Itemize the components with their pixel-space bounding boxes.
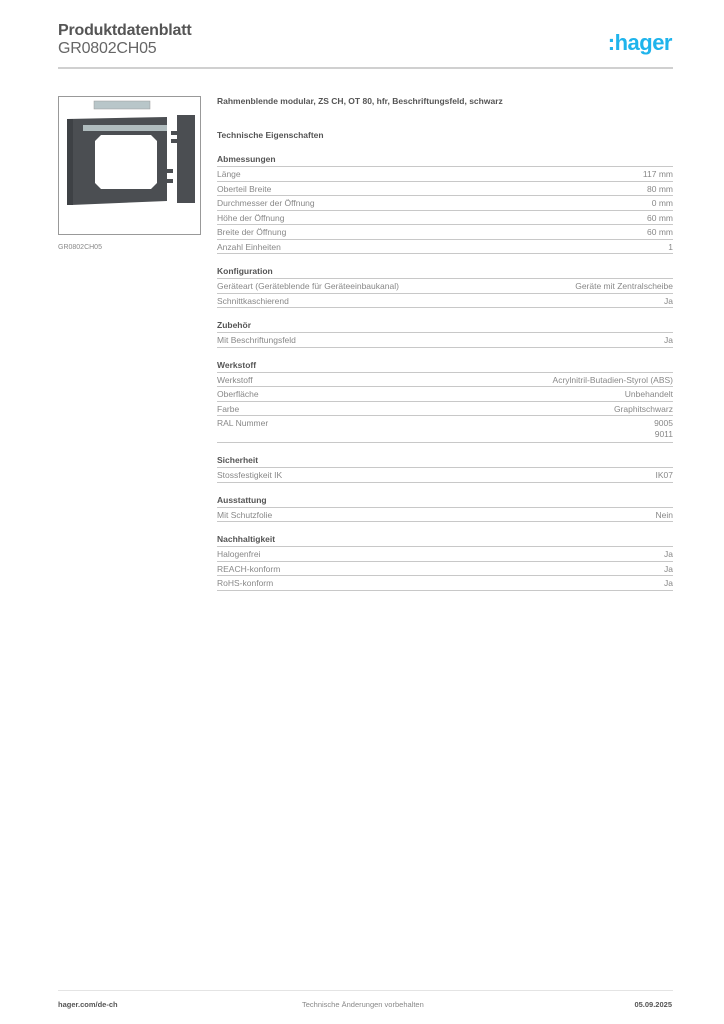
row-value: Ja (664, 563, 673, 574)
group-title: Zubehör (217, 320, 673, 333)
group-title: Ausstattung (217, 495, 673, 508)
row-label: Halogenfrei (217, 549, 261, 559)
row-label: Geräteart (Geräteblende für Geräteeinbau… (217, 281, 399, 291)
table-row: Anzahl Einheiten 1 (217, 240, 673, 254)
table-row: Mit Beschriftungsfeld Ja (217, 333, 673, 348)
row-value: 0 mm (651, 198, 673, 208)
product-code: GR0802CH05 (58, 40, 157, 57)
footer-website-link[interactable]: hager.com/de-ch (58, 1000, 118, 1009)
document-title: Produktdatenblatt (58, 22, 192, 39)
table-row: Durchmesser der Öffnung 0 mm (217, 196, 673, 211)
page-header: Produktdatenblatt GR0802CH05 :hager (58, 20, 673, 70)
row-value: Acrylnitril-Butadien-Styrol (ABS) (552, 374, 673, 385)
table-row: RoHS-konform Ja (217, 576, 673, 591)
row-value: Graphitschwarz (613, 403, 673, 414)
hager-logo: :hager (607, 30, 673, 55)
header-divider (58, 67, 673, 69)
row-value: 1 (668, 241, 673, 252)
row-value: Ja (664, 335, 673, 345)
row-label: Breite der Öffnung (217, 227, 287, 237)
row-label: RoHS-konform (217, 578, 274, 588)
row-label: Schnittkaschierend (217, 295, 289, 306)
row-label: Oberteil Breite (217, 183, 272, 194)
row-value: Nein (655, 509, 673, 520)
row-label: Anzahl Einheiten (217, 241, 281, 252)
table-row: Farbe Graphitschwarz (217, 402, 673, 416)
row-label: Mit Beschriftungsfeld (217, 335, 296, 345)
footer-disclaimer: Technische Änderungen vorbehalten (302, 1000, 424, 1009)
group-sicherheit: Sicherheit Stossfestigkeit IK IK07 (217, 455, 673, 483)
group-ausstattung: Ausstattung Mit Schutzfolie Nein (217, 495, 673, 522)
table-row: Geräteart (Geräteblende für Geräteeinbau… (217, 279, 673, 294)
table-row: Breite der Öffnung 60 mm (217, 225, 673, 240)
technical-properties-heading: Technische Eigenschaften (217, 130, 324, 140)
row-value: 117 mm (642, 169, 673, 179)
group-konfiguration: Konfiguration Geräteart (Geräteblende fü… (217, 266, 673, 308)
row-value: Ja (664, 549, 673, 559)
table-row: Oberfläche Unbehandelt (217, 387, 673, 402)
row-value: 60 mm (647, 212, 673, 223)
group-zubehoer: Zubehör Mit Beschriftungsfeld Ja (217, 320, 673, 348)
row-value: 80 mm (647, 183, 673, 194)
row-value: IK07 (655, 470, 674, 480)
table-row: RAL Nummer 9005 9011 (217, 416, 673, 443)
footer-date: 05.09.2025 (634, 1000, 672, 1009)
product-frame-image-icon (67, 100, 195, 205)
row-label: Oberfläche (217, 389, 259, 399)
row-label: Mit Schutzfolie (217, 509, 273, 520)
row-value: 60 mm (647, 227, 673, 237)
row-label: RAL Nummer (217, 418, 269, 428)
row-value: 9005 9011 (654, 418, 673, 439)
row-value: Ja (664, 578, 673, 588)
row-value: Geräte mit Zentralscheibe (575, 281, 673, 291)
table-row: Länge 117 mm (217, 167, 673, 182)
row-value: Ja (664, 295, 673, 306)
row-label: Farbe (217, 403, 240, 414)
product-details: Rahmenblende modular, ZS CH, OT 80, hfr,… (217, 96, 673, 591)
row-label: Länge (217, 169, 241, 179)
group-title: Werkstoff (217, 360, 673, 373)
row-label: Durchmesser der Öffnung (217, 198, 315, 208)
table-row: Schnittkaschierend Ja (217, 294, 673, 308)
product-image (58, 96, 201, 235)
group-title: Sicherheit (217, 455, 673, 468)
product-description: Rahmenblende modular, ZS CH, OT 80, hfr,… (217, 96, 503, 106)
row-label: REACH-konform (217, 563, 281, 574)
footer-divider (58, 990, 673, 991)
image-caption: GR0802CH05 (58, 244, 102, 251)
group-title: Konfiguration (217, 266, 673, 279)
table-row: Höhe der Öffnung 60 mm (217, 211, 673, 225)
table-row: Werkstoff Acrylnitril-Butadien-Styrol (AB… (217, 373, 673, 387)
table-row: Stossfestigkeit IK IK07 (217, 468, 673, 483)
table-row: REACH-konform Ja (217, 562, 673, 576)
table-row: Oberteil Breite 80 mm (217, 182, 673, 196)
group-abmessungen: Abmessungen Länge 117 mm Oberteil Breite 8… (217, 154, 673, 254)
row-label: Stossfestigkeit IK (217, 470, 283, 480)
row-value: Unbehandelt (624, 389, 673, 399)
group-title: Abmessungen (217, 154, 673, 167)
row-label: Höhe der Öffnung (217, 212, 285, 223)
table-row: Mit Schutzfolie Nein (217, 508, 673, 522)
row-label: Werkstoff (217, 374, 253, 385)
group-title: Nachhaltigkeit (217, 534, 673, 547)
table-row: Halogenfrei Ja (217, 547, 673, 562)
